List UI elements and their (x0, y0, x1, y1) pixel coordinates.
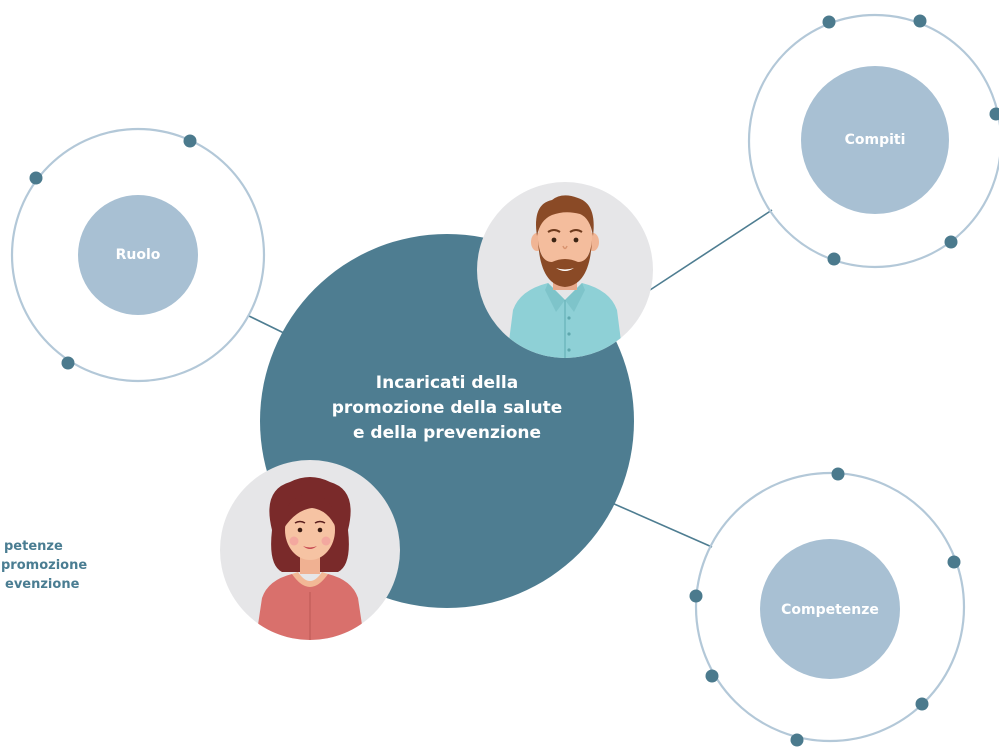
orbit-dot (183, 134, 197, 148)
orbit-ring-ruolo (10, 127, 266, 383)
connector-compiti (649, 209, 773, 291)
orbit-ruolo (10, 127, 266, 383)
connector-competenze (611, 502, 713, 548)
node-label-competenze: Competenze (781, 602, 879, 618)
orbit-dot (913, 14, 927, 28)
orbit-compiti (747, 13, 999, 269)
node-ruolo[interactable] (78, 195, 198, 315)
orbit-dot (705, 669, 719, 683)
male-avatar (477, 182, 653, 358)
orbit-dot (790, 733, 804, 747)
orbit-dot (689, 589, 703, 603)
orbit-dot (915, 697, 929, 711)
orbit-ring-compiti (747, 13, 999, 269)
orbit-dot (822, 15, 836, 29)
orbit-dot (61, 356, 75, 370)
node-label-ruolo: Ruolo (115, 247, 161, 263)
side-text: petenze promozione evenzione (0, 537, 87, 594)
orbit-dot (944, 235, 958, 249)
center-title-line: promozione della salute (331, 398, 563, 418)
orbit-ring-competenze (694, 471, 966, 743)
orbit-dot (827, 252, 841, 266)
orbit-dot (29, 171, 43, 185)
node-competenze[interactable] (760, 539, 900, 679)
center-title-line: e della prevenzione (352, 423, 542, 443)
orbit-dot (831, 467, 845, 481)
female-avatar (220, 460, 400, 640)
orbit-competenze (689, 467, 966, 747)
node-label-compiti: Compiti (844, 132, 906, 148)
side-text-line: petenze (4, 539, 63, 554)
node-compiti[interactable] (801, 66, 949, 214)
orbit-dot (989, 107, 999, 121)
side-text-line: evenzione (5, 577, 80, 592)
center-title: Incaricati della promozione della salute… (297, 371, 597, 446)
center-title-line: Incaricati della (375, 373, 519, 393)
side-text-line: promozione (1, 558, 88, 573)
orbit-dot (947, 555, 961, 569)
